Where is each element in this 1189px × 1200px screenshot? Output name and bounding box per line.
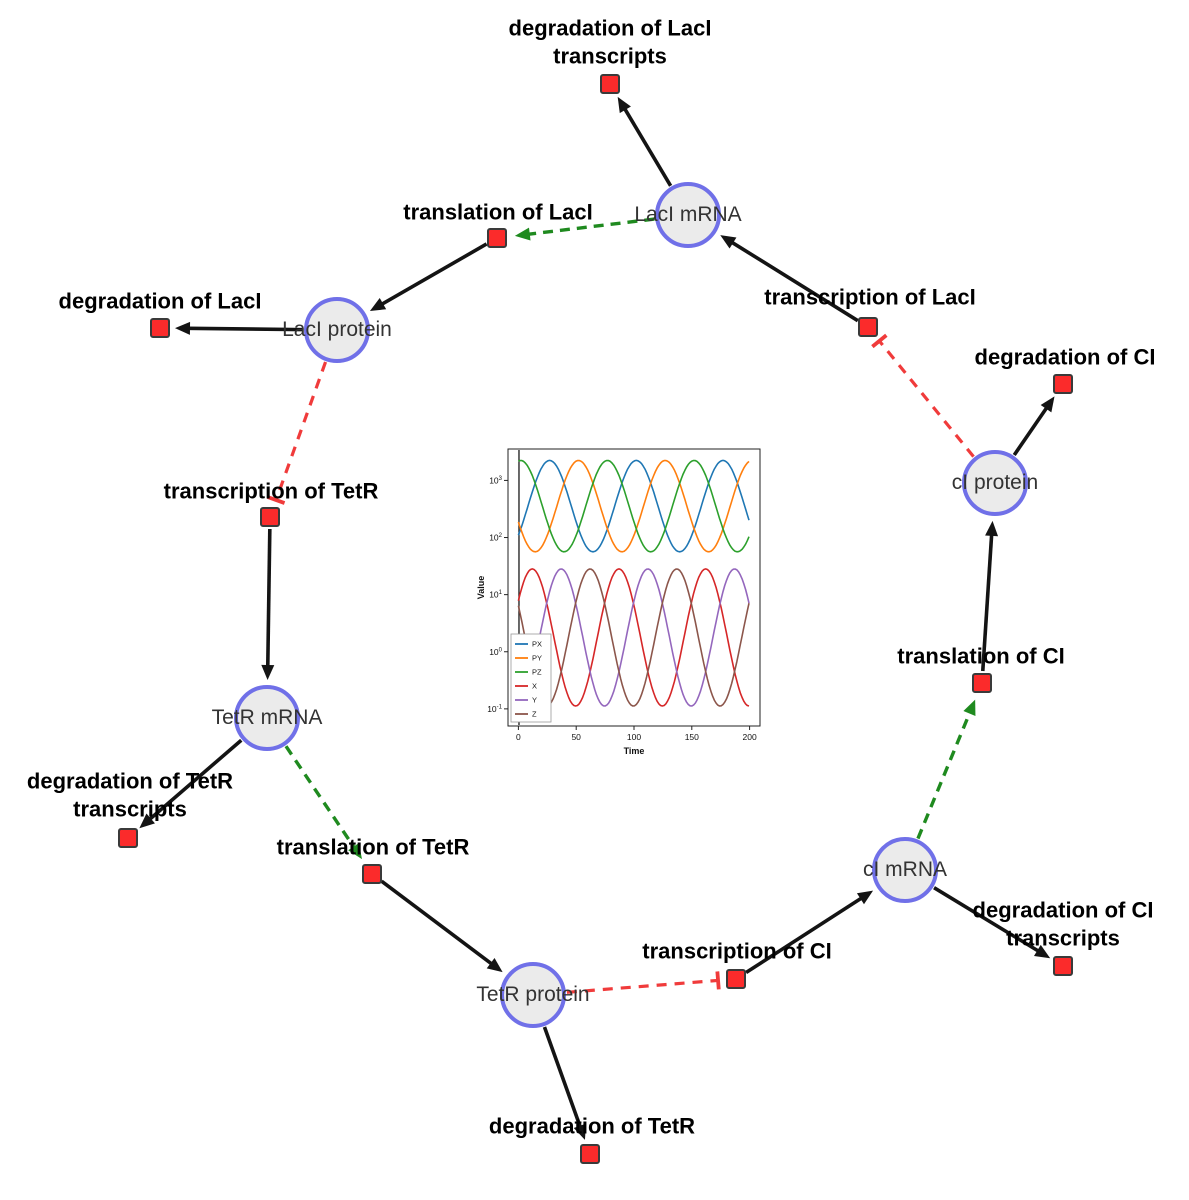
legend-label-Z: Z	[532, 710, 537, 719]
legend-label-PX: PX	[532, 640, 542, 649]
reaction-node-deg_ci_tx[interactable]	[1053, 956, 1073, 976]
species-label-tetr_protein: TetR protein	[476, 983, 590, 1006]
edge-txn_tetr-tetr_mrna	[265, 528, 272, 669]
reaction-node-deg_laci_tx[interactable]	[600, 74, 620, 94]
reaction-node-deg_tetr[interactable]	[580, 1144, 600, 1164]
edge-ci_protein-txn_laci	[878, 339, 975, 458]
reaction-node-txn_ci[interactable]	[726, 969, 746, 989]
species-node-laci_mrna[interactable]	[655, 182, 721, 248]
edge-tetr_protein-deg_tetr	[542, 1026, 583, 1130]
legend-label-X: X	[532, 682, 537, 691]
inhibition-bar-laci_protein-txn_tetr	[266, 495, 286, 505]
legend-label-PY: PY	[532, 654, 542, 663]
arrowhead-tetr_mrna-transl_tetr	[348, 842, 362, 860]
edge-transl_tetr-tetr_protein	[380, 879, 495, 967]
arrowhead-tetr_mrna-deg_tetr_tx	[139, 813, 155, 829]
y-tick-label: 10-1	[487, 704, 502, 714]
reaction-node-transl_tetr[interactable]	[362, 864, 382, 884]
chart-series-PY	[517, 459, 750, 553]
reaction-label-transl_laci: translation of LacI	[403, 199, 593, 225]
species-label-laci_protein: LacI protein	[282, 318, 392, 341]
arrowhead-txn_laci-laci_mrna	[720, 235, 737, 249]
chart-series-PZ	[518, 459, 750, 553]
arrowhead-laci_protein-deg_laci	[174, 321, 191, 335]
arrowhead-transl_laci-laci_protein	[369, 297, 387, 312]
y-tick-label: 100	[489, 647, 502, 657]
arrowhead-laci_mrna-transl_laci	[514, 227, 531, 241]
edge-transl_laci-laci_protein	[379, 242, 488, 307]
edge-laci_mrna-transl_laci	[526, 217, 655, 237]
species-label-ci_mrna: cI mRNA	[863, 858, 947, 881]
y-tick-label: 102	[489, 533, 502, 543]
chart-xlabel: Time	[624, 746, 645, 756]
x-tick-label: 0	[516, 732, 521, 742]
reaction-node-deg_tetr_tx[interactable]	[118, 828, 138, 848]
edge-tetr_protein-txn_ci	[566, 978, 719, 994]
reaction-label-transl_ci: translation of CI	[897, 643, 1065, 669]
reaction-node-transl_ci[interactable]	[972, 673, 992, 693]
reaction-node-txn_tetr[interactable]	[260, 507, 280, 527]
edge-ci_mrna-deg_ci_tx	[933, 886, 1041, 954]
species-node-tetr_mrna[interactable]	[234, 685, 300, 751]
arrowhead-ci_mrna-transl_ci	[963, 699, 976, 716]
legend-label-PZ: PZ	[532, 668, 542, 677]
y-tick-label: 101	[489, 590, 502, 600]
arrowhead-ci_protein-deg_ci	[1040, 396, 1055, 413]
species-label-laci_mrna: LacI mRNA	[634, 203, 742, 226]
arrowhead-laci_mrna-deg_laci_tx	[617, 96, 631, 114]
x-tick-label: 50	[571, 732, 581, 742]
chart-series-PX	[517, 459, 750, 553]
edge-txn_laci-laci_mrna	[729, 239, 859, 323]
reaction-label-txn_ci: transcription of CI	[642, 938, 832, 964]
edge-ci_mrna-transl_ci	[916, 710, 973, 840]
reaction-label-deg_tetr: degradation of TetR	[488, 1113, 696, 1139]
x-tick-label: 150	[685, 732, 699, 742]
reaction-node-deg_ci[interactable]	[1053, 374, 1073, 394]
species-label-tetr_mrna: TetR mRNA	[211, 706, 323, 729]
edge-laci_protein-deg_laci	[186, 326, 304, 332]
x-tick-label: 200	[743, 732, 757, 742]
edge-laci_mrna-deg_laci_tx	[622, 106, 673, 187]
inhibition-bar-ci_protein-txn_laci	[871, 333, 888, 349]
chart-ylabel: Value	[476, 576, 486, 600]
reaction-label-deg_laci: degradation of LacI	[58, 288, 262, 314]
x-tick-label: 100	[627, 732, 641, 742]
chart-legend	[510, 633, 552, 723]
reaction-label-deg_ci: degradation of CI	[974, 344, 1156, 370]
y-tick-label: 103	[489, 475, 502, 485]
reaction-label-txn_tetr: transcription of TetR	[163, 478, 379, 504]
reaction-node-txn_laci[interactable]	[858, 317, 878, 337]
chart-series-Z	[517, 568, 750, 707]
edge-tetr_mrna-deg_tetr_tx	[147, 738, 243, 822]
arrowhead-tetr_protein-deg_tetr	[573, 1123, 586, 1140]
arrowhead-txn_tetr-tetr_mrna	[261, 664, 275, 681]
arrowhead-transl_tetr-tetr_protein	[486, 957, 503, 973]
species-node-tetr_protein[interactable]	[500, 962, 566, 1028]
species-node-ci_mrna[interactable]	[872, 837, 938, 903]
inhibition-bar-tetr_protein-txn_ci	[715, 971, 721, 990]
edge-transl_ci-ci_protein	[980, 532, 994, 672]
chart-series-Y	[518, 568, 750, 707]
arrowhead-ci_mrna-deg_ci_tx	[1033, 944, 1051, 959]
species-label-ci_protein: cI protein	[951, 471, 1039, 494]
species-node-ci_protein[interactable]	[962, 450, 1028, 516]
legend-label-Y: Y	[532, 696, 537, 705]
edge-txn_ci-ci_mrna	[745, 895, 864, 975]
arrowhead-transl_ci-ci_protein	[985, 520, 999, 537]
reaction-node-transl_laci[interactable]	[487, 228, 507, 248]
edge-ci_protein-deg_ci	[1012, 405, 1050, 456]
species-node-laci_protein[interactable]	[304, 297, 370, 363]
edge-tetr_mrna-transl_tetr	[284, 745, 357, 851]
reaction-node-deg_laci[interactable]	[150, 318, 170, 338]
arrowhead-txn_ci-ci_mrna	[856, 890, 874, 905]
reaction-label-transl_tetr: translation of TetR	[276, 834, 470, 860]
reaction-label-txn_laci: transcription of LacI	[764, 284, 976, 310]
chart-series-X	[517, 568, 750, 707]
edge-laci_protein-txn_tetr	[274, 361, 328, 501]
